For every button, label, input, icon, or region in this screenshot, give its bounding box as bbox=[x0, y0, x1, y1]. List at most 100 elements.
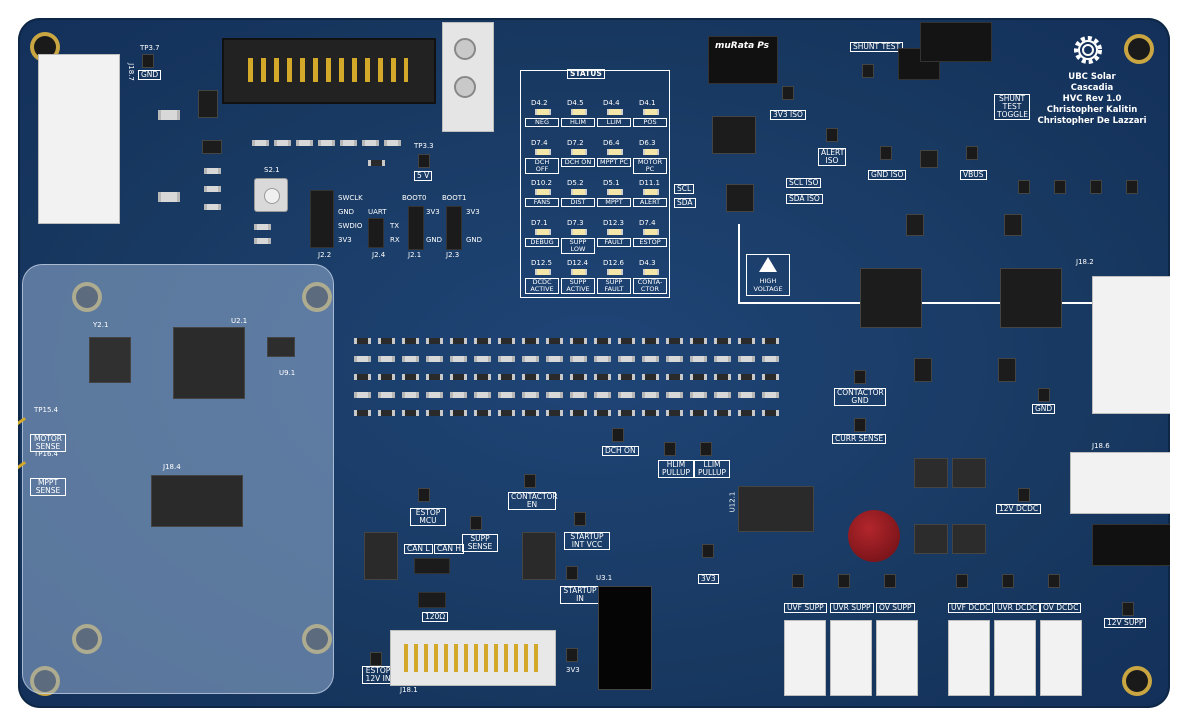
testpoint bbox=[826, 128, 838, 142]
trimpot[interactable] bbox=[784, 620, 826, 696]
transistor bbox=[762, 374, 779, 380]
controller-u12-1 bbox=[738, 486, 814, 532]
status-led-label: SUPP LOW bbox=[561, 238, 595, 254]
status-led bbox=[607, 109, 623, 115]
testpoint-label: TP3.7 bbox=[140, 44, 160, 52]
uart-label: UART bbox=[368, 208, 387, 216]
i2c-isolator-u11-3 bbox=[726, 184, 754, 212]
transistor bbox=[354, 410, 371, 416]
u16-1-ic bbox=[906, 214, 924, 236]
status-led-ref: D4.5 bbox=[567, 99, 584, 107]
testpoint-shunt bbox=[862, 64, 874, 78]
testpoint bbox=[966, 146, 978, 160]
status-led-ref: D6.4 bbox=[603, 139, 620, 147]
optocoupler-u15-2 bbox=[1000, 268, 1062, 328]
startup-in-label: STARTUP IN bbox=[560, 586, 600, 604]
switch-label: S2.1 bbox=[264, 166, 280, 174]
trimpot-label: UVR DCDC bbox=[994, 603, 1041, 613]
high-voltage-icon bbox=[759, 257, 777, 272]
status-led-label: CONTA-CTOR bbox=[633, 278, 667, 294]
shunt-test-toggle-switch[interactable] bbox=[920, 22, 992, 62]
resistor bbox=[666, 356, 683, 362]
swd-header-j2-2[interactable] bbox=[310, 190, 334, 248]
resistor bbox=[714, 356, 731, 362]
resistor bbox=[714, 392, 731, 398]
transistor bbox=[618, 410, 635, 416]
testpoint bbox=[142, 54, 154, 68]
status-led-ref: D7.3 bbox=[567, 219, 584, 227]
testpoint bbox=[702, 544, 714, 558]
gnd-tp3-5-label: GND bbox=[1032, 404, 1056, 414]
status-led-ref: D7.4 bbox=[639, 219, 656, 227]
header-label: SWCLK bbox=[338, 194, 363, 202]
testpoint bbox=[1122, 602, 1134, 616]
uart-header-j2-4[interactable] bbox=[368, 218, 384, 248]
q12-4-mosfet bbox=[914, 524, 948, 554]
status-led-ref: D7.4 bbox=[531, 139, 548, 147]
status-led-label: DCDC ACTIVE bbox=[525, 278, 559, 294]
status-led-label: DCH ON bbox=[561, 158, 595, 167]
transistor bbox=[498, 374, 515, 380]
status-led bbox=[571, 189, 587, 195]
status-led bbox=[571, 229, 587, 235]
boot0-header-j2-1[interactable] bbox=[408, 206, 424, 250]
status-led-ref: D11.1 bbox=[639, 179, 660, 187]
resistor bbox=[426, 392, 443, 398]
header-ref: J2.1 bbox=[408, 251, 422, 259]
status-led-label: SUPP ACTIVE bbox=[561, 278, 595, 294]
transistor bbox=[738, 410, 755, 416]
status-led-ref: D7.1 bbox=[531, 219, 548, 227]
transistor bbox=[402, 410, 419, 416]
supp-sense-label: SUPP SENSE bbox=[462, 534, 498, 552]
testpoint bbox=[1038, 388, 1050, 402]
contactor-gnd-label: CONTACTOR GND bbox=[834, 388, 886, 406]
resistor bbox=[570, 356, 587, 362]
header-label: SWDIO bbox=[338, 222, 363, 230]
u15-3-ic bbox=[998, 358, 1016, 382]
status-led bbox=[643, 109, 659, 115]
module-label: U3.1 bbox=[596, 574, 613, 582]
trimpot[interactable] bbox=[948, 620, 990, 696]
resistor bbox=[594, 356, 611, 362]
status-led-label: MOTOR PC bbox=[633, 158, 667, 174]
trimpot[interactable] bbox=[1040, 620, 1082, 696]
can-header-j9-2[interactable] bbox=[414, 558, 450, 574]
reset-button[interactable] bbox=[254, 178, 288, 212]
status-led-ref: D12.6 bbox=[603, 259, 624, 267]
isolated-dcdc-module: muRata Ps bbox=[708, 36, 778, 84]
trimpot[interactable] bbox=[994, 620, 1036, 696]
status-led-ref: D4.2 bbox=[531, 99, 548, 107]
can-h-label: CAN H bbox=[434, 544, 465, 554]
transistor bbox=[522, 410, 539, 416]
trimpot[interactable] bbox=[830, 620, 872, 696]
status-led-label: DEBUG bbox=[525, 238, 559, 247]
testpoint bbox=[370, 652, 382, 666]
resistor bbox=[426, 356, 443, 362]
status-led-ref: D5.2 bbox=[567, 179, 584, 187]
resistor bbox=[474, 356, 491, 362]
mppt-sense-label: MPPT SENSE bbox=[30, 478, 66, 496]
can-termination-header-j9-1[interactable] bbox=[418, 592, 446, 608]
transistor bbox=[642, 410, 659, 416]
testpoint bbox=[1048, 574, 1060, 588]
transistor bbox=[690, 338, 707, 344]
q12-2-mosfet bbox=[914, 458, 948, 488]
c2-3 bbox=[254, 238, 271, 244]
resistor bbox=[666, 392, 683, 398]
testpoint bbox=[854, 418, 866, 432]
boot0-label: BOOT0 bbox=[402, 194, 427, 202]
testpoint bbox=[1002, 574, 1014, 588]
connector-j18-2 bbox=[1092, 276, 1170, 414]
transistor bbox=[546, 410, 563, 416]
testpoint bbox=[782, 86, 794, 100]
board-title-line: Christopher Kalitin bbox=[1046, 105, 1138, 115]
transistor bbox=[522, 338, 539, 344]
connector-j18-4 bbox=[151, 475, 243, 527]
transistor bbox=[714, 410, 731, 416]
can-l-label: CAN L bbox=[404, 544, 433, 554]
transistor bbox=[642, 374, 659, 380]
trimpot[interactable] bbox=[876, 620, 918, 696]
transistor bbox=[714, 374, 731, 380]
testpoint bbox=[854, 370, 866, 384]
boot1-header-j2-3[interactable] bbox=[446, 206, 462, 250]
